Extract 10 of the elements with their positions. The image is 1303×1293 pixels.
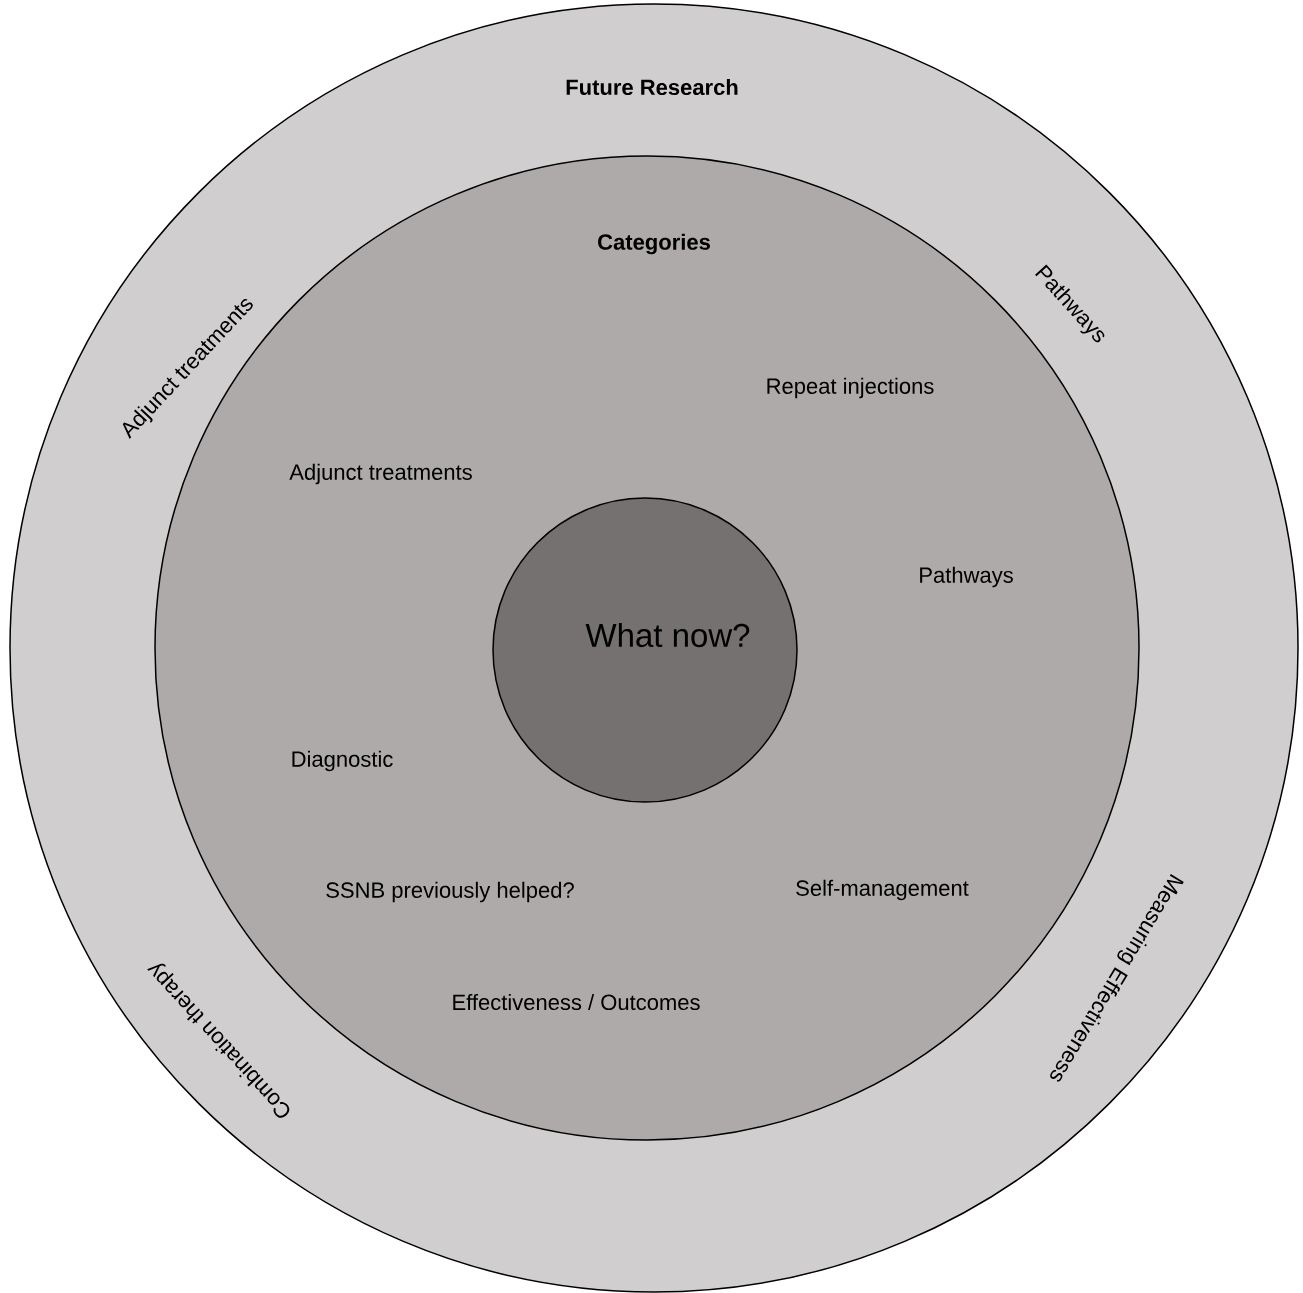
category-label: Pathways (920, 566, 1013, 588)
category-label: Effectiveness / Outcomes (453, 993, 700, 1011)
category-label: Self-management (796, 879, 969, 901)
category-label: Diagnostic (292, 750, 393, 772)
heading: Categories (598, 233, 710, 255)
category-label: SSNB previously helped? (326, 881, 574, 903)
question-label: What now? (585, 622, 750, 648)
category-label: Repeat injections (767, 377, 934, 399)
category-label: Adjunct treatments (289, 463, 472, 485)
heading: Future Research (566, 78, 738, 96)
